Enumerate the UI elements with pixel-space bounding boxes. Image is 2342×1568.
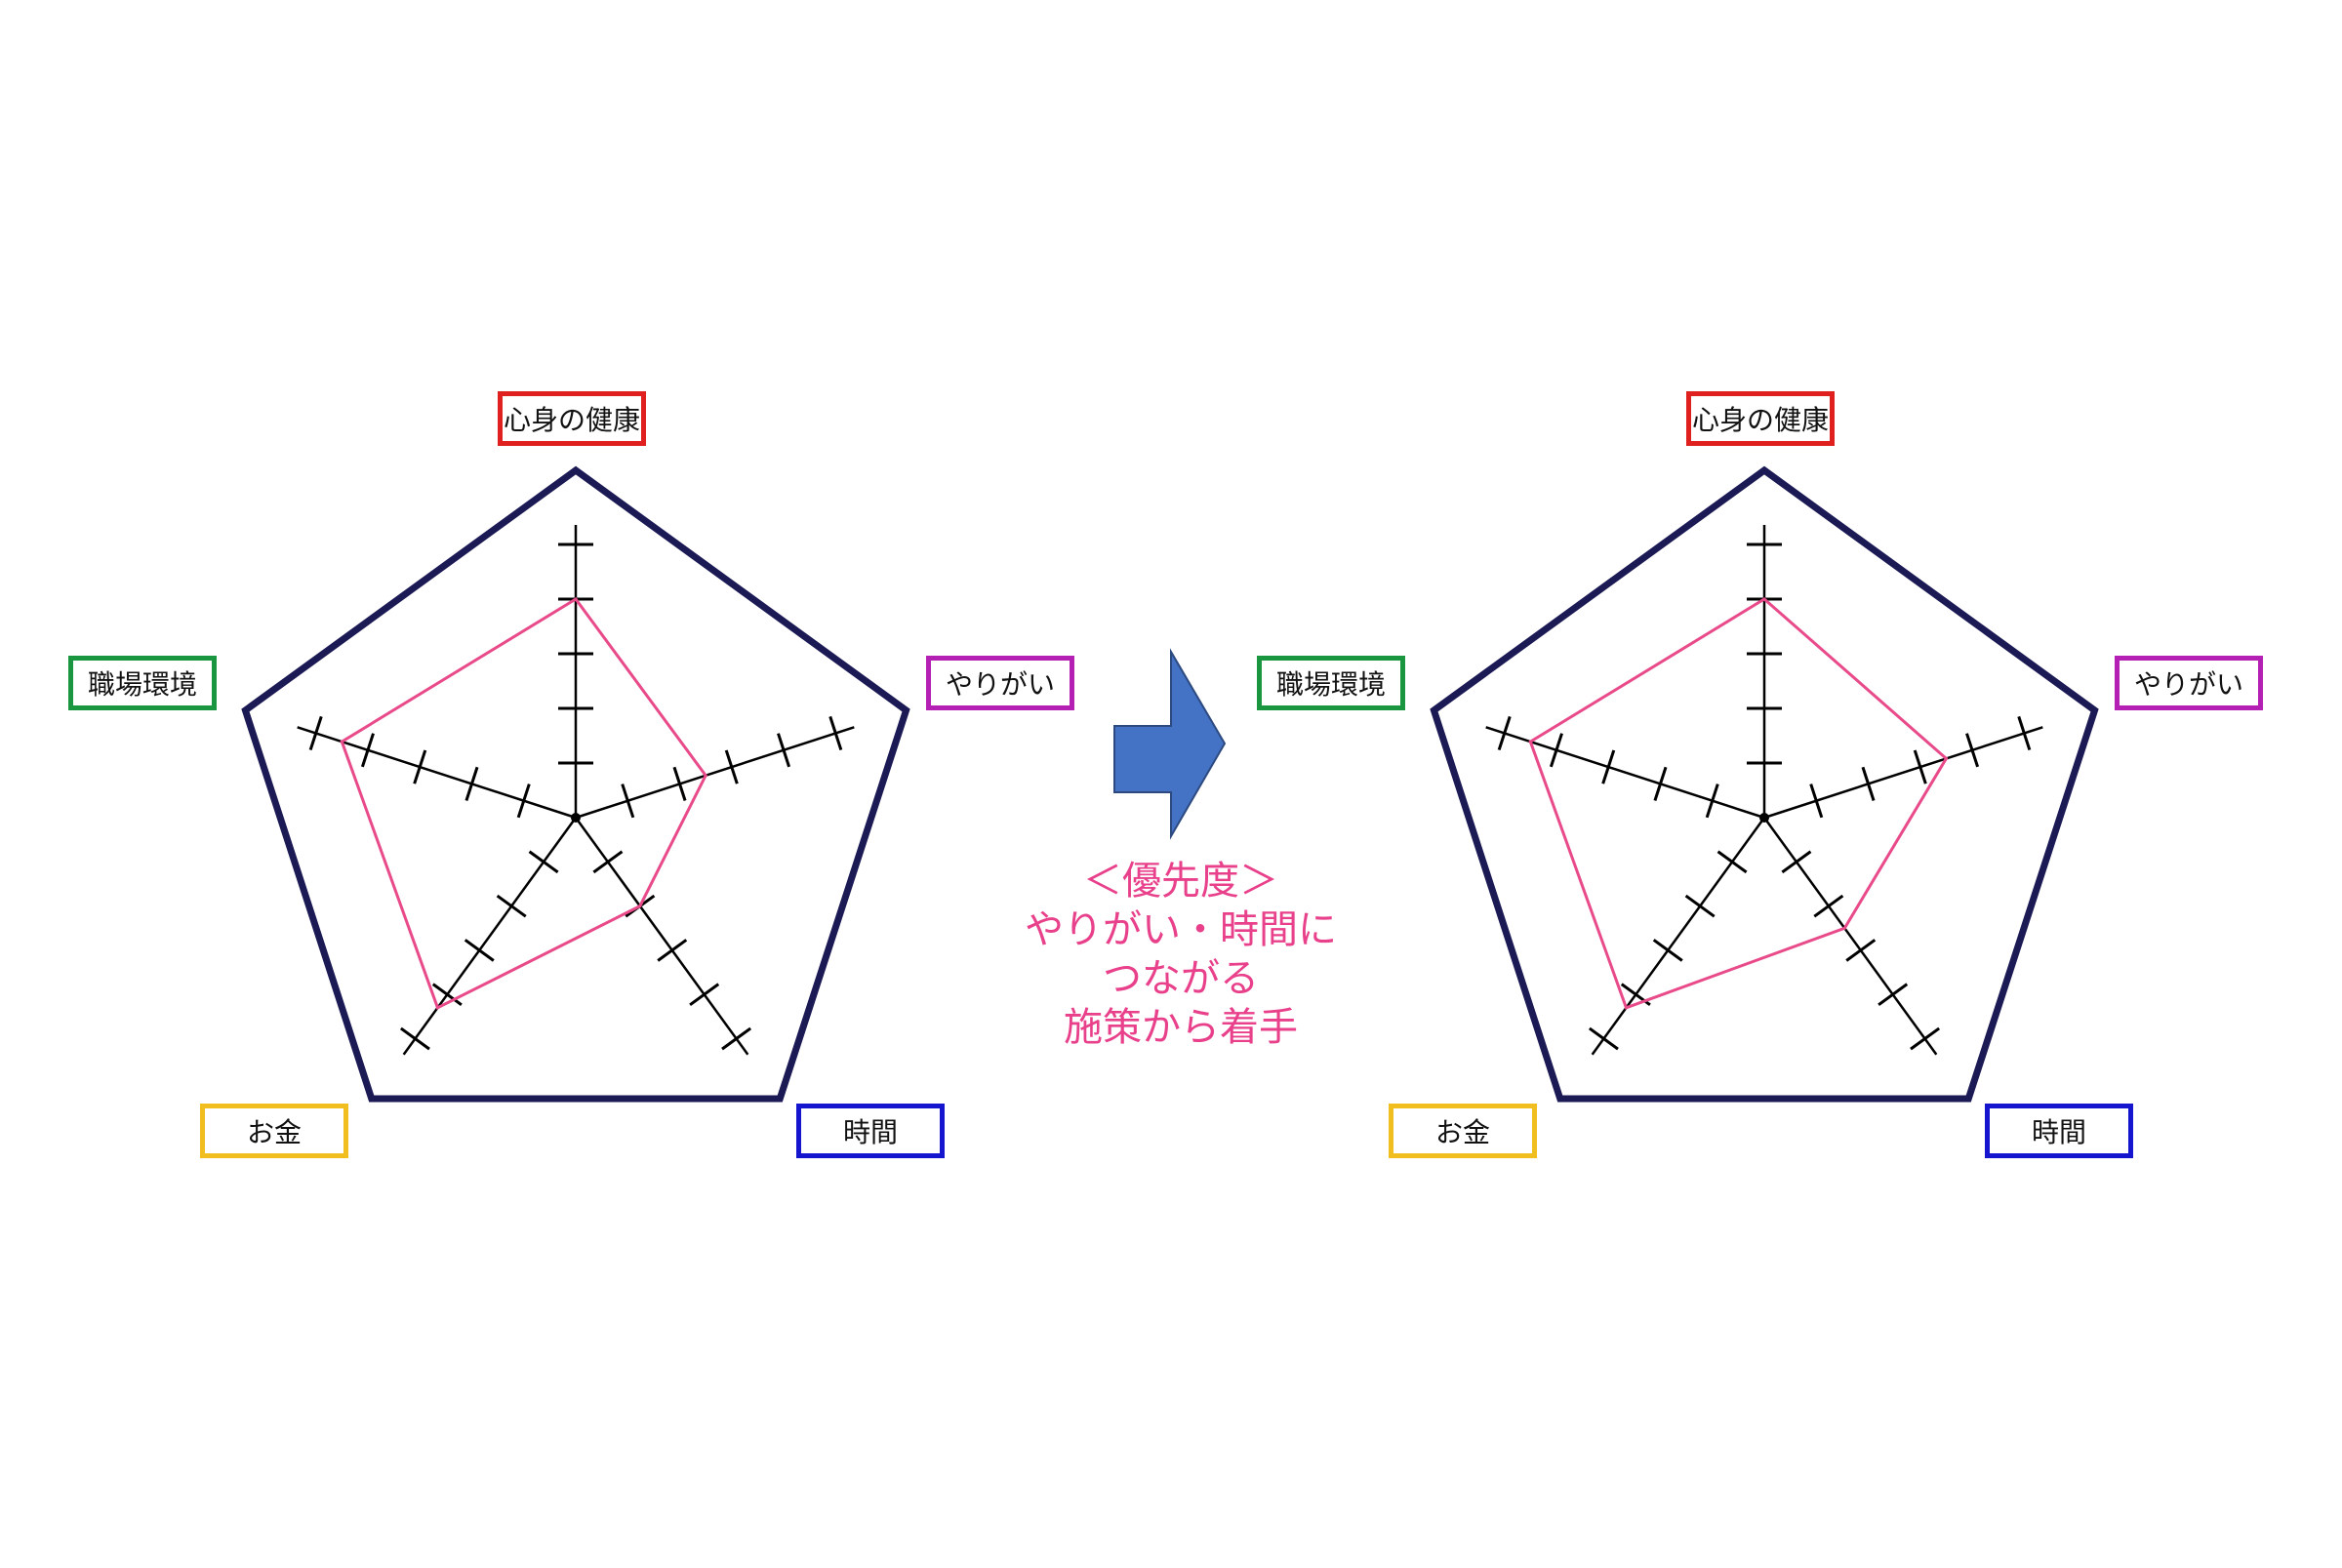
- axis-line: [1762, 817, 1938, 1056]
- axis-tick: [657, 939, 688, 962]
- axis-line: [1763, 726, 2043, 820]
- axis-line: [1485, 726, 1765, 820]
- center-dot: [1759, 813, 1769, 823]
- label-time: 時間: [796, 1104, 945, 1158]
- axis-tick: [689, 983, 720, 1007]
- data-point: [340, 740, 343, 744]
- data-point: [1528, 740, 1532, 744]
- axis-tick: [1813, 894, 1844, 918]
- note-line: やりがい・時間に: [1025, 907, 1337, 952]
- axis-tick: [1601, 749, 1616, 784]
- axis-tick: [777, 733, 791, 768]
- data-point: [1842, 926, 1846, 930]
- note-line: 施策から着手: [1064, 1005, 1298, 1050]
- data-point: [704, 774, 707, 778]
- center-dot: [571, 813, 581, 823]
- right-arrow-icon: [1113, 648, 1227, 840]
- axis-tick: [308, 715, 323, 751]
- label-motivation: やりがい: [926, 656, 1074, 710]
- axis-tick: [1588, 1026, 1619, 1051]
- axis-line: [1591, 817, 1766, 1056]
- radar-chart-1: [241, 465, 910, 1103]
- axis-tick: [528, 850, 559, 874]
- label-workplace: 職場環境: [68, 656, 217, 710]
- axis-tick: [721, 1026, 752, 1051]
- data-point: [574, 597, 578, 601]
- data-series-polygon: [340, 597, 707, 1010]
- pentagon-frame: [241, 465, 910, 1103]
- axis-tick: [828, 715, 843, 751]
- axis-tick: [672, 766, 687, 801]
- axis-tick: [1705, 784, 1719, 819]
- axis-tick: [496, 894, 527, 918]
- note-line: ＜優先度＞: [1083, 859, 1278, 904]
- axis-tick: [399, 1026, 430, 1051]
- axis-tick: [1809, 784, 1824, 819]
- data-point: [1762, 597, 1766, 601]
- axis-tick: [1910, 1026, 1941, 1051]
- axis-tick: [1861, 766, 1876, 801]
- axis-tick: [1781, 850, 1812, 874]
- pentagon-frame: [1430, 465, 2099, 1103]
- axis-tick: [1653, 766, 1668, 801]
- axis-tick: [464, 766, 479, 801]
- axis-line: [574, 817, 749, 1056]
- axis-tick: [724, 749, 739, 784]
- data-point: [435, 1006, 439, 1010]
- radar-chart-2: [1430, 465, 2099, 1103]
- axis-tick: [592, 850, 624, 874]
- axis-tick: [2017, 715, 2032, 751]
- axis-line: [575, 726, 855, 820]
- axis-tick: [621, 784, 635, 819]
- axis-tick: [1965, 733, 1980, 768]
- note-line: つながる: [1103, 956, 1259, 1001]
- label-money: お金: [1389, 1104, 1537, 1158]
- axis-tick: [360, 733, 375, 768]
- label-money: お金: [200, 1104, 348, 1158]
- axis-tick: [1684, 894, 1716, 918]
- axis-tick: [1913, 749, 1927, 784]
- data-series-polygon: [1528, 597, 1949, 1010]
- axis-line: [402, 817, 578, 1056]
- label-workplace: 職場環境: [1257, 656, 1405, 710]
- axis-line: [297, 726, 577, 820]
- axis-tick: [1549, 733, 1563, 768]
- axis-tick: [413, 749, 427, 784]
- label-health: 心身の健康: [1686, 391, 1835, 446]
- data-point: [1624, 1006, 1628, 1010]
- axis-tick: [1878, 983, 1909, 1007]
- axis-tick: [516, 784, 531, 819]
- axis-tick: [1845, 939, 1877, 962]
- axis-tick: [1497, 715, 1512, 751]
- axis-tick: [464, 939, 495, 962]
- data-point: [638, 905, 642, 908]
- label-motivation: やりがい: [2115, 656, 2263, 710]
- axis-tick: [1716, 850, 1748, 874]
- label-time: 時間: [1985, 1104, 2133, 1158]
- label-health: 心身の健康: [498, 391, 646, 446]
- axis-tick: [431, 983, 463, 1007]
- axis-tick: [1652, 939, 1683, 962]
- priority-note: ＜優先度＞ やりがい・時間に つながる 施策から着手: [986, 857, 1376, 1052]
- data-point: [1944, 756, 1948, 760]
